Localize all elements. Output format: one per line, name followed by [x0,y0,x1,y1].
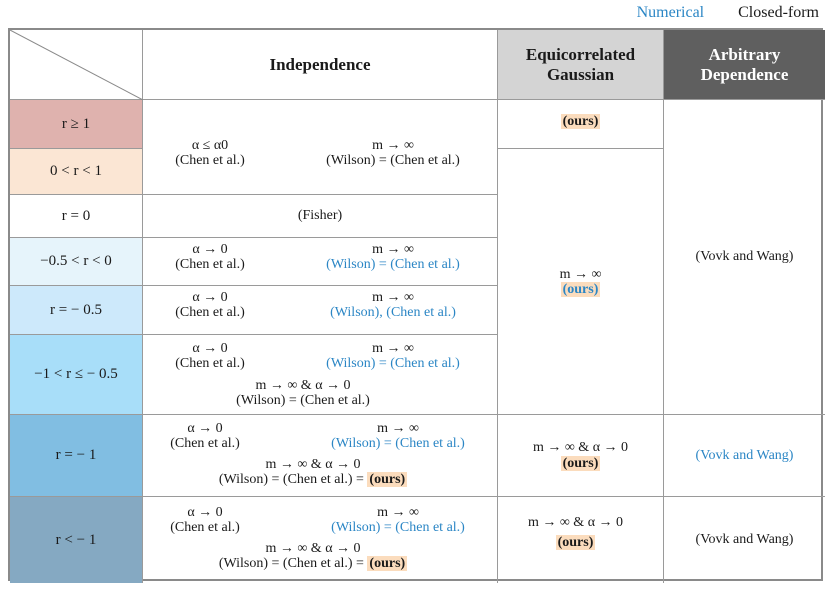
cond-right: m → ∞ [377,505,419,520]
corner-cell [10,30,143,100]
row-label-r7: r = − 1 [10,415,143,497]
cond-right: m → ∞ [372,290,414,305]
ours-badge: (ours) [555,535,596,550]
row-label-r8: r < − 1 [10,497,143,583]
ref-left: (Chen et al.) [175,153,245,168]
cond-left: α → 0 [187,421,223,436]
row-label-r6: −1 < r ≤ − 0.5 [10,335,143,415]
corner-diagonal [10,30,143,100]
cond-right: m → ∞ [372,341,414,356]
ref-left: (Chen et al.) [175,305,245,320]
cond-left: α → 0 [187,505,223,520]
ref-right: (Wilson) = (Chen et al.) [331,436,465,451]
cond-left: α → 0 [192,242,228,257]
ref-bottom: (Wilson) = (Chen et al.) = [218,472,368,487]
cond: m → ∞ & α → 0 [527,515,624,530]
cond-left: α → 0 [192,341,228,356]
header-equicorrelated-line2: Gaussian [546,64,615,84]
cond-right: m → ∞ [377,421,419,436]
row-label-r2: 0 < r < 1 [10,149,143,195]
ref-left: (Chen et al.) [170,520,240,535]
row-label-r5: r = − 0.5 [10,286,143,335]
ref-vovk-wang: (Vovk and Wang) [695,532,794,547]
cond-bottom: m → ∞ & α → 0 [255,378,351,393]
arbitrary-r1to6: (Vovk and Wang) [664,100,825,415]
independence-r8: α → 0 (Chen et al.) m → ∞ (Wilson) = (Ch… [143,497,498,583]
ours-badge: (ours) [367,472,408,487]
independence-r12: α ≤ α0 (Chen et al.) m → ∞ (Wilson) = (C… [143,100,498,195]
ours-badge: (ours) [560,281,601,297]
cond-right: m → ∞ [372,242,414,257]
ref-left: (Chen et al.) [175,356,245,371]
ours-badge: (ours) [560,114,601,129]
ref-bottom: (Wilson) = (Chen et al.) = [218,556,368,571]
legend-numerical: Numerical [636,4,705,21]
cond-left: α → 0 [192,290,228,305]
arbitrary-r7: (Vovk and Wang) [664,415,825,497]
independence-r3: (Fisher) [143,195,498,238]
ours-badge: (ours) [367,556,408,571]
ref-vovk-wang: (Vovk and Wang) [695,249,794,264]
ref-vovk-wang: (Vovk and Wang) [695,447,794,463]
ref-right: (Wilson), (Chen et al.) [330,305,456,320]
independence-r7: α → 0 (Chen et al.) m → ∞ (Wilson) = (Ch… [143,415,498,497]
ours-badge: (ours) [560,455,601,471]
equicorrelated-r8: m → ∞ & α → 0 (ours) [498,497,664,583]
ref-right: (Wilson) = (Chen et al.) [326,257,460,272]
row-label-r4: −0.5 < r < 0 [10,238,143,286]
ref-fisher: (Fisher) [297,208,343,223]
header-arbitrary-line1: Arbitrary [708,44,781,64]
cond: m → ∞ [559,266,602,282]
ref-left: (Chen et al.) [175,257,245,272]
cond-left: α ≤ α0 [191,138,229,153]
row-label-r3: r = 0 [10,195,143,238]
ref-right: (Wilson) = (Chen et al.) [326,153,460,168]
legend-closed-form: Closed-form [738,4,819,21]
equicorrelated-r7: m → ∞ & α → 0 (ours) [498,415,664,497]
cond-right: m → ∞ [372,138,414,153]
ref-right: (Wilson) = (Chen et al.) [326,356,460,371]
legend: Numerical Closed-form [607,4,819,22]
ref-right: (Wilson) = (Chen et al.) [331,520,465,535]
equicorrelated-r2to6: m → ∞ (ours) [498,149,664,415]
arbitrary-r8: (Vovk and Wang) [664,497,825,583]
cond: m → ∞ & α → 0 [532,439,629,455]
header-independence: Independence [143,30,498,100]
independence-r6: α → 0 (Chen et al.) m → ∞ (Wilson) = (Ch… [143,335,498,415]
cond-bottom: m → ∞ & α → 0 [265,541,361,556]
cond-bottom: m → ∞ & α → 0 [265,457,361,472]
ref-left: (Chen et al.) [170,436,240,451]
header-arbitrary-line2: Dependence [700,64,789,84]
header-equicorrelated-line1: Equicorrelated [525,44,636,64]
ref-bottom: (Wilson) = (Chen et al.) [236,393,370,408]
row-label-r1: r ≥ 1 [10,100,143,149]
equicorrelated-r1: (ours) [498,100,664,149]
independence-r4: α → 0 (Chen et al.) m → ∞ (Wilson) = (Ch… [143,238,498,286]
independence-r5: α → 0 (Chen et al.) m → ∞ (Wilson), (Che… [143,286,498,335]
